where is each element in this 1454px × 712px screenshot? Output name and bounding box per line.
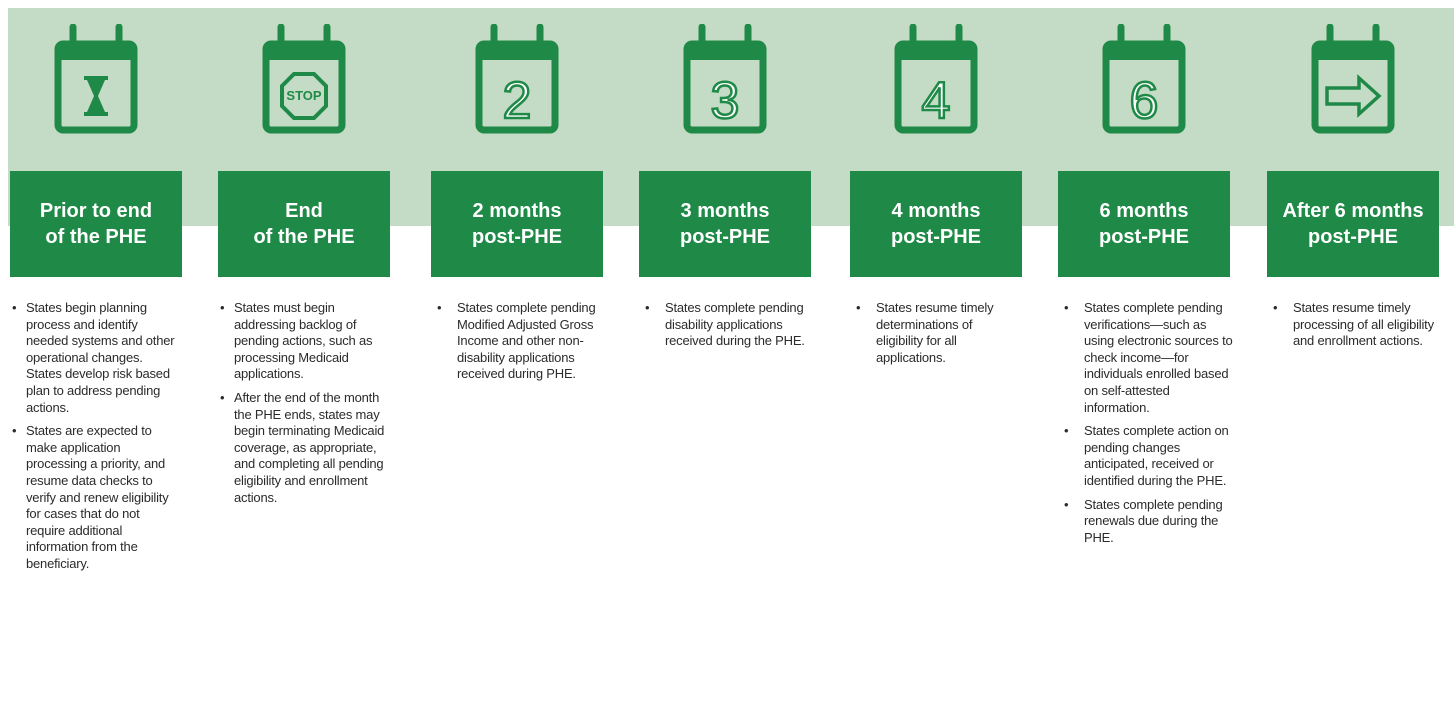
list-item: States complete pending Modified Adjuste… xyxy=(431,300,603,383)
bullet-list: States resume timely determinations of e… xyxy=(850,300,1022,373)
bullet-list: States complete pending verifications—su… xyxy=(1058,300,1233,553)
svg-text:6: 6 xyxy=(1130,72,1159,130)
svg-text:4: 4 xyxy=(922,72,951,130)
bullet-list: States complete pending Modified Adjuste… xyxy=(431,300,603,390)
svg-text:STOP: STOP xyxy=(286,88,321,103)
list-item: States complete pending verifications—su… xyxy=(1058,300,1233,416)
svg-text:2: 2 xyxy=(503,72,532,130)
stop-sign-calendar-icon: STOP xyxy=(262,24,346,136)
bullet-list: States complete pending disability appli… xyxy=(639,300,811,357)
list-item: States must begin addressing backlog of … xyxy=(218,300,390,383)
list-item: States resume timely processing of all e… xyxy=(1267,300,1447,350)
list-item: States complete pending disability appli… xyxy=(639,300,811,350)
bullet-list: States resume timely processing of all e… xyxy=(1267,300,1447,357)
bullet-list: States begin planning process and identi… xyxy=(10,300,180,580)
calendar-6-icon: 6 xyxy=(1102,24,1186,136)
list-item: States are expected to make application … xyxy=(10,423,180,572)
hourglass-calendar-icon xyxy=(54,24,138,136)
bullet-list: States must begin addressing backlog of … xyxy=(218,300,390,513)
calendar-2-icon: 2 xyxy=(475,24,559,136)
list-item: After the end of the month the PHE ends,… xyxy=(218,390,390,506)
arrow-calendar-icon xyxy=(1311,24,1395,136)
list-item: States resume timely determinations of e… xyxy=(850,300,1022,366)
calendar-3-icon: 3 xyxy=(683,24,767,136)
list-item: States begin planning process and identi… xyxy=(10,300,180,416)
calendar-4-icon: 4 xyxy=(894,24,978,136)
list-item: States complete action on pending change… xyxy=(1058,423,1233,489)
svg-text:3: 3 xyxy=(711,72,740,130)
list-item: States complete pending renewals due dur… xyxy=(1058,497,1233,547)
